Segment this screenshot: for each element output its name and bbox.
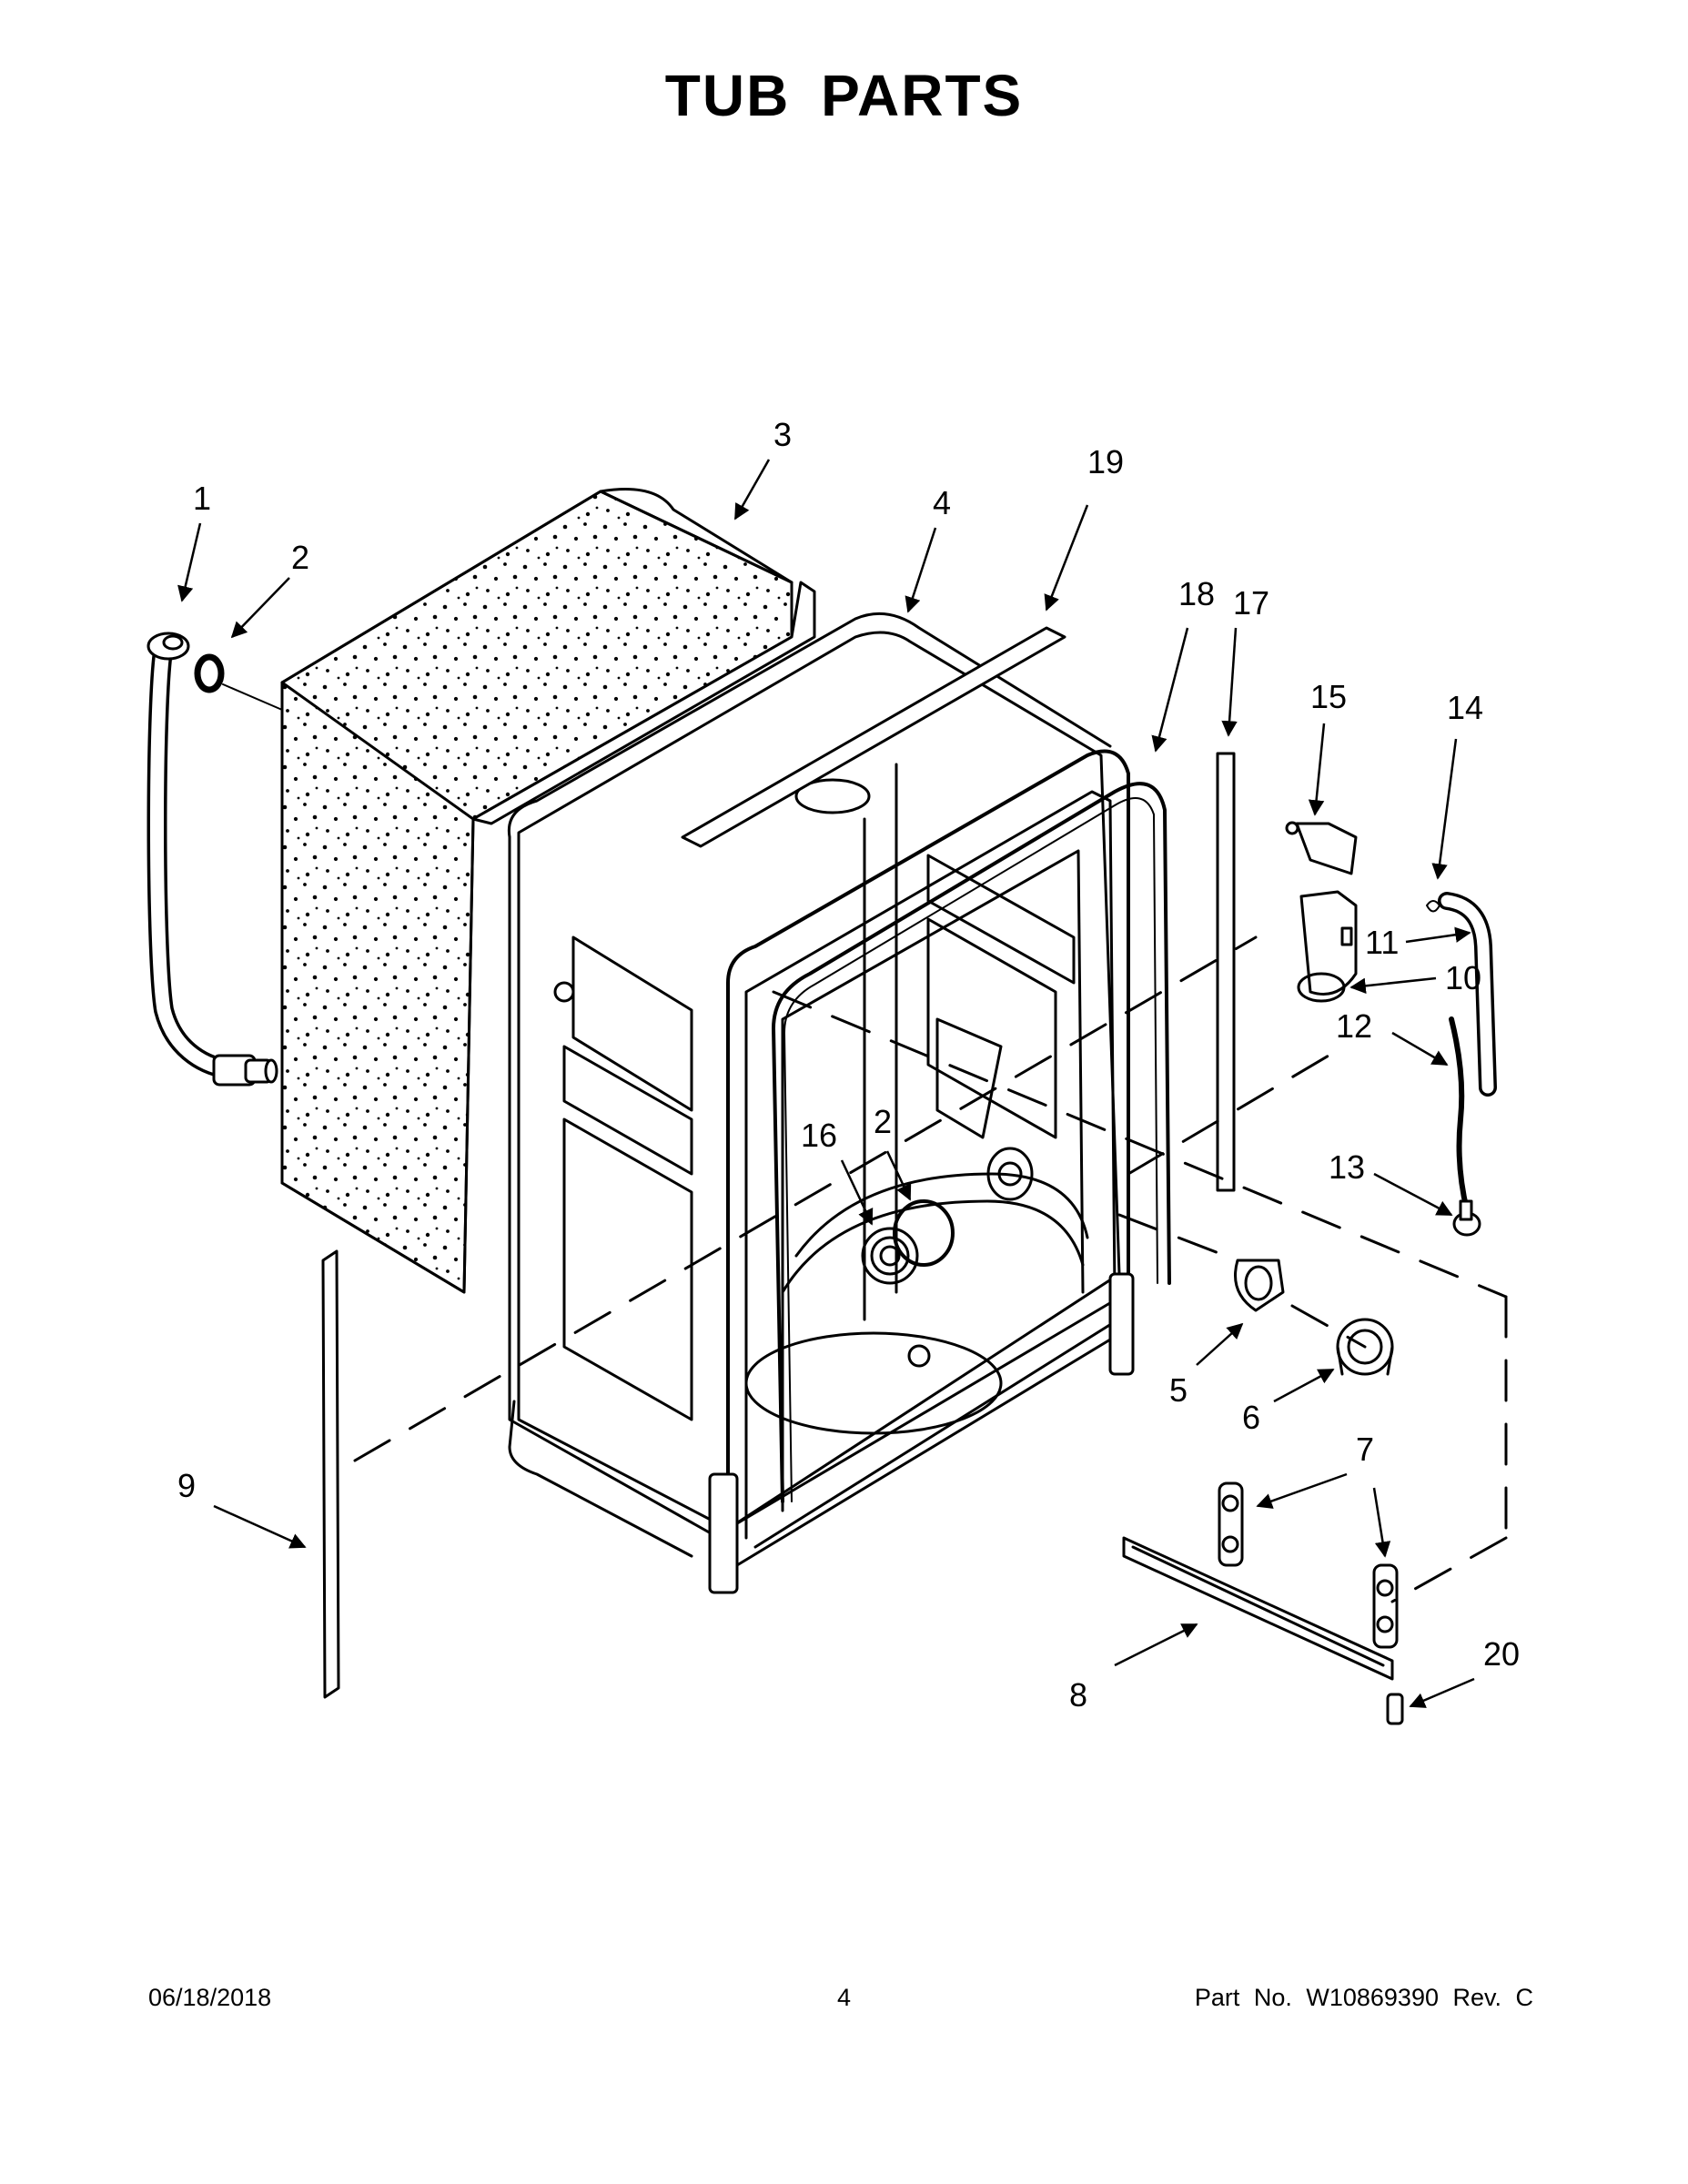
callout-6: 6 bbox=[1242, 1399, 1260, 1436]
footer-date: 06/18/2018 bbox=[148, 1984, 272, 2011]
mounting-brackets bbox=[1218, 1481, 1399, 1649]
connector bbox=[1452, 1199, 1481, 1237]
callout-16: 16 bbox=[801, 1117, 837, 1154]
assembly-lines bbox=[353, 935, 1508, 1603]
callout-5: 5 bbox=[1169, 1371, 1188, 1409]
callout-2-tub: 2 bbox=[874, 1103, 892, 1140]
front-rail bbox=[1122, 1536, 1394, 1681]
callout-19: 19 bbox=[1087, 443, 1124, 480]
filter-assembly bbox=[861, 1199, 955, 1285]
page-title: TUB PARTS bbox=[664, 63, 1024, 128]
door-gasket bbox=[772, 782, 1171, 1503]
callout-3: 3 bbox=[773, 416, 792, 453]
callout-10: 10 bbox=[1445, 959, 1481, 996]
callout-labels: 1 2 3 19 4 18 17 15 14 11 10 12 16 2 13 … bbox=[177, 416, 1520, 1714]
side-seal-strip bbox=[1216, 752, 1236, 1192]
top-gasket-strip bbox=[681, 626, 1066, 848]
callout-13: 13 bbox=[1329, 1148, 1365, 1186]
hose-clip bbox=[1426, 900, 1440, 913]
vent-assembly bbox=[1285, 821, 1358, 1003]
callout-1: 1 bbox=[193, 480, 211, 517]
drain-hose bbox=[147, 632, 278, 1087]
callout-9: 9 bbox=[177, 1467, 196, 1504]
end-clip bbox=[1386, 1693, 1404, 1725]
footer-page-number: 4 bbox=[836, 1984, 852, 2011]
callout-15: 15 bbox=[1310, 678, 1347, 715]
callout-18: 18 bbox=[1178, 575, 1215, 612]
vent-strip bbox=[321, 1249, 340, 1699]
leader-arrows bbox=[177, 459, 1475, 1708]
wire bbox=[1449, 1016, 1470, 1213]
gasket-ring bbox=[194, 653, 225, 693]
callout-14: 14 bbox=[1447, 689, 1483, 726]
callout-20: 20 bbox=[1483, 1635, 1520, 1673]
insulation-blanket bbox=[280, 488, 816, 1294]
callout-17: 17 bbox=[1233, 584, 1269, 622]
callout-2: 2 bbox=[291, 539, 309, 576]
callout-12: 12 bbox=[1336, 1007, 1372, 1045]
footer-part-number: Part No. W10869390 Rev. C bbox=[1194, 1984, 1533, 2011]
callout-4: 4 bbox=[933, 484, 951, 521]
callout-11: 11 bbox=[1365, 924, 1399, 961]
callout-8: 8 bbox=[1069, 1676, 1087, 1714]
callout-7: 7 bbox=[1356, 1431, 1374, 1468]
tub bbox=[507, 612, 1135, 1594]
